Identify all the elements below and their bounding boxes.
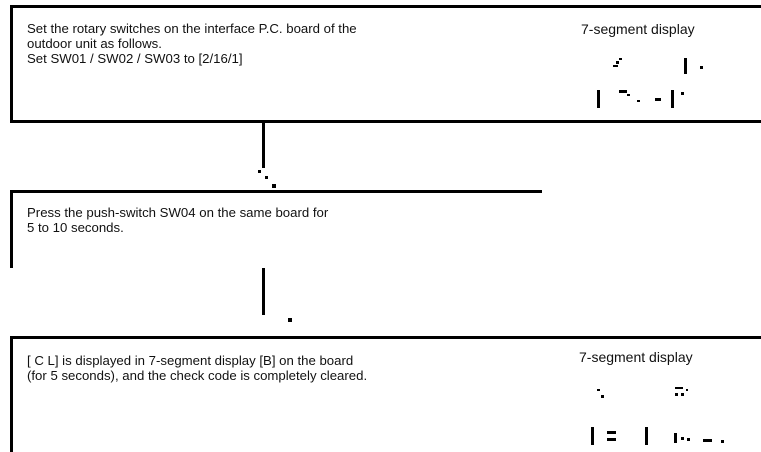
segment-fragment <box>607 431 616 434</box>
step-3-seven-segment-display <box>591 387 724 445</box>
connector-fragment <box>265 176 268 179</box>
segment-fragment <box>619 58 622 60</box>
segment-fragment <box>675 387 683 389</box>
step-1-seven-segment-display <box>597 58 703 108</box>
segment-fragment <box>674 433 677 443</box>
segment-fragment <box>597 389 600 391</box>
step-3-instruction: [ C L] is displayed in 7-segment display… <box>27 353 368 383</box>
connector-fragment <box>288 318 292 322</box>
segment-fragment <box>613 65 618 67</box>
step-1-instruction: Set the rotary switches on the interface… <box>27 21 357 66</box>
connector-fragment <box>272 184 276 188</box>
step-3-box: [ C L] is displayed in 7-segment display… <box>10 336 761 452</box>
segment-fragment <box>645 427 648 445</box>
segment-fragment <box>597 90 600 108</box>
segment-fragment <box>721 440 724 443</box>
segment-fragment <box>655 98 661 101</box>
segment-fragment <box>607 438 616 441</box>
segment-fragment <box>616 61 619 64</box>
step-2-instruction: Press the push-switch SW04 on the same b… <box>27 205 329 235</box>
flow-connector-1 <box>262 123 265 168</box>
segment-fragment <box>591 427 594 445</box>
segment-fragment <box>675 393 678 396</box>
connector-fragment <box>258 170 261 173</box>
flow-connector-2 <box>262 268 265 315</box>
segment-fragment <box>684 58 687 74</box>
segment-fragment <box>627 94 630 96</box>
step-2-box: Press the push-switch SW04 on the same b… <box>10 190 542 268</box>
step-1-display-label: 7-segment display <box>581 21 695 37</box>
segment-fragment <box>700 66 703 69</box>
step-1-box: Set the rotary switches on the interface… <box>10 5 761 123</box>
segment-fragment <box>681 437 684 440</box>
step-3-display-label: 7-segment display <box>579 349 693 365</box>
segment-fragment <box>687 438 690 441</box>
segment-fragment <box>703 439 712 442</box>
segment-fragment <box>619 90 627 93</box>
segment-fragment <box>671 90 674 108</box>
segment-fragment <box>681 393 684 396</box>
segment-fragment <box>686 389 688 391</box>
segment-fragment <box>637 100 640 102</box>
segment-fragment <box>681 92 684 95</box>
segment-fragment <box>601 395 604 398</box>
